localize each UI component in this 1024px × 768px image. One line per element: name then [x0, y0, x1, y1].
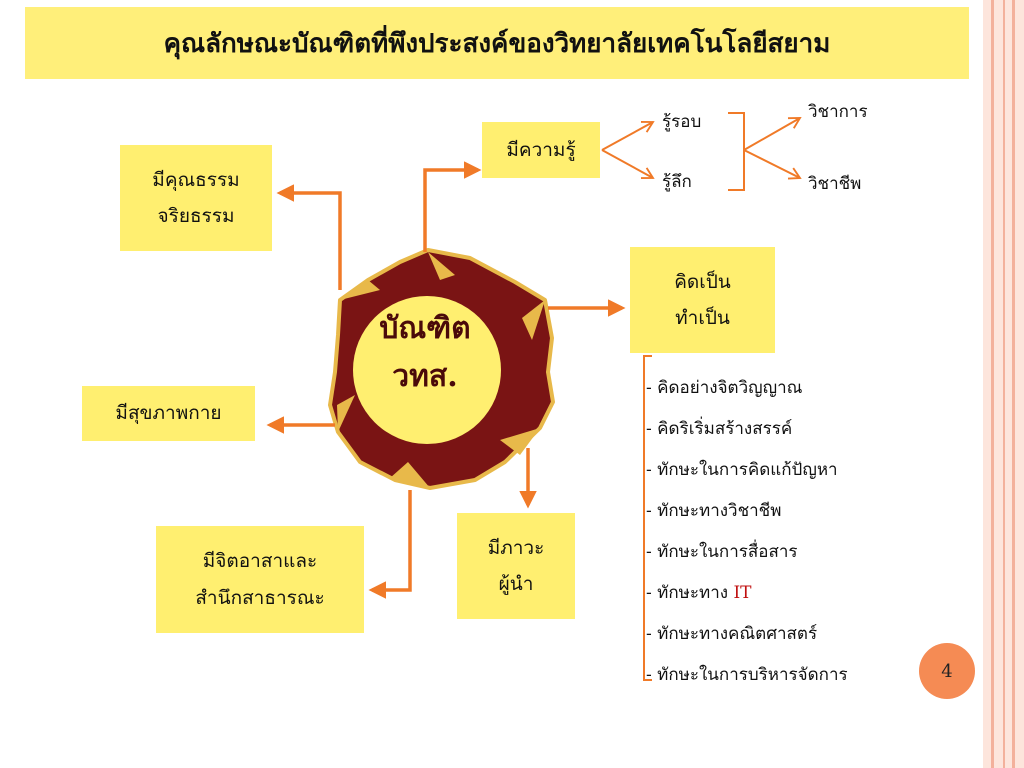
- box-leadership: มีภาวะ ผู้นำ: [457, 513, 575, 619]
- box-think-do-label: คิดเป็น ทำเป็น: [674, 270, 731, 329]
- field-academic: วิชาการ: [808, 102, 868, 122]
- ring-notch: [428, 252, 455, 280]
- arrow-to-knowledge: [423, 161, 482, 252]
- decorative-stripe: [991, 0, 994, 768]
- branch-to-broad: [601, 121, 655, 151]
- skill-item: - ทักษะทางคณิตศาสตร์: [646, 624, 818, 644]
- ring-notch: [500, 428, 540, 455]
- slide-title: คุณลักษณะบัณฑิตที่พึงประสงค์ของวิทยาลัยเ…: [163, 28, 831, 59]
- center-label: บัณฑิต วทส.: [379, 311, 471, 394]
- center-ring: [328, 248, 555, 490]
- skill-item: - คิดริเริ่มสร้างสรรค์: [646, 419, 793, 439]
- ring-notch: [337, 395, 355, 432]
- decorative-stripe: [1003, 0, 1005, 768]
- skill-item: - ทักษะทาง IT: [646, 583, 752, 603]
- page-number: 4: [941, 660, 953, 682]
- box-knowledge: มีความรู้: [482, 122, 600, 178]
- skill-item: - ทักษะในการบริหารจัดการ: [646, 665, 848, 685]
- skill-item: - ทักษะในการสื่อสาร: [646, 542, 798, 562]
- knowledge-branch-lines: [601, 112, 802, 191]
- arrow-to-morality: [276, 184, 342, 290]
- branch-broad: รู้รอบ: [662, 112, 702, 132]
- branch-to-deep: [601, 149, 655, 179]
- box-morality: มีคุณธรรม จริยธรรม: [120, 145, 272, 251]
- bracket: [728, 112, 745, 191]
- skill-item: - ทักษะทางวิชาชีพ: [646, 501, 782, 521]
- arrow-to-volunteer: [368, 490, 412, 599]
- skill-item: - ทักษะในการคิดแก้ปัญหา: [646, 460, 838, 480]
- box-volunteer-label: มีจิตอาสาและ สำนึกสาธารณะ: [195, 550, 325, 609]
- decorative-stripe: [1012, 0, 1015, 768]
- box-morality-label: มีคุณธรรม จริยธรรม: [152, 168, 240, 227]
- page-number-badge: 4: [919, 643, 975, 699]
- field-professional: วิชาชีพ: [808, 174, 862, 194]
- branch-to-academic: [743, 117, 802, 151]
- ring-notch: [522, 300, 545, 340]
- box-think-do: คิดเป็น ทำเป็น: [630, 247, 775, 353]
- skills-bracket: [643, 355, 652, 681]
- skill-item: - คิดอย่างจิตวิญญาณ: [646, 378, 803, 398]
- box-leadership-label: มีภาวะ ผู้นำ: [487, 536, 545, 595]
- connectors: [266, 161, 626, 599]
- box-volunteer: มีจิตอาสาและ สำนึกสาธารณะ: [156, 526, 364, 633]
- center-circle: [353, 296, 501, 444]
- title-bar: คุณลักษณะบัณฑิตที่พึงประสงค์ของวิทยาลัยเ…: [25, 7, 969, 79]
- ring-notch: [340, 280, 380, 300]
- box-knowledge-label: มีความรู้: [506, 138, 576, 161]
- box-health-label: มีสุขภาพกาย: [115, 402, 222, 425]
- branch-to-professional: [743, 149, 802, 180]
- branch-deep: รู้ลึก: [662, 172, 692, 192]
- ring-notch: [390, 462, 430, 488]
- box-health: มีสุขภาพกาย: [82, 386, 255, 441]
